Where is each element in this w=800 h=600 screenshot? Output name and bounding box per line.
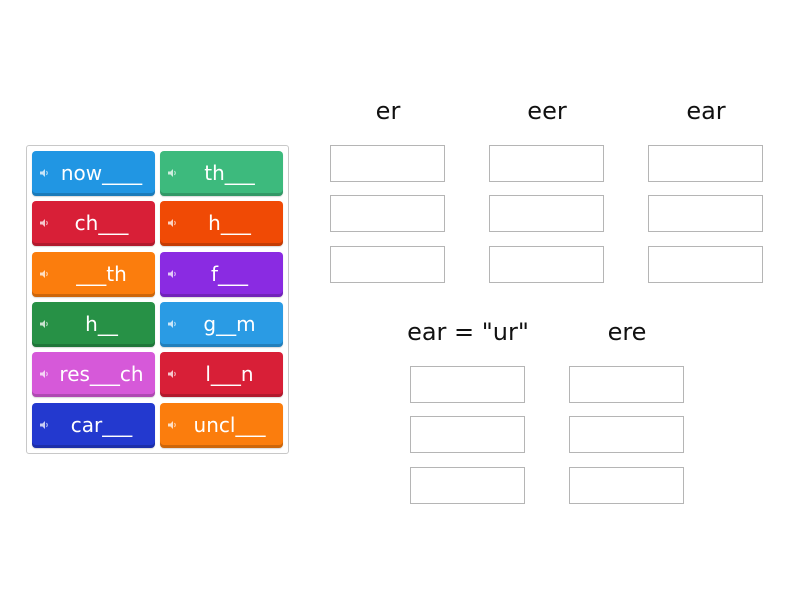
word-tile[interactable]: h__: [32, 302, 155, 347]
drop-slot-ear-ur-2[interactable]: [410, 416, 525, 453]
tile-label: th___: [204, 160, 255, 185]
drop-slot-ear-ur-1[interactable]: [410, 366, 525, 403]
word-tile[interactable]: l___n: [160, 352, 283, 397]
word-tile[interactable]: now____: [32, 151, 155, 196]
drop-slot-ear-3[interactable]: [648, 246, 763, 283]
tile-label: h___: [208, 210, 251, 235]
word-tile[interactable]: res___ch: [32, 352, 155, 397]
word-tile[interactable]: uncl___: [160, 403, 283, 448]
word-tile[interactable]: car___: [32, 403, 155, 448]
tile-label: res___ch: [59, 361, 144, 386]
tile-label: car___: [70, 412, 133, 437]
word-tile[interactable]: ch___: [32, 201, 155, 246]
drop-slot-er-3[interactable]: [330, 246, 445, 283]
tile-label: h__: [85, 311, 118, 336]
speaker-icon[interactable]: [168, 319, 178, 329]
speaker-icon[interactable]: [40, 218, 50, 228]
word-tile-bank: [26, 145, 289, 454]
word-tile[interactable]: th___: [160, 151, 283, 196]
word-tile[interactable]: g__m: [160, 302, 283, 347]
speaker-icon[interactable]: [168, 168, 178, 178]
speaker-icon[interactable]: [168, 369, 178, 379]
group-heading-ear-ur: ear = "ur": [407, 318, 529, 346]
word-tile[interactable]: h___: [160, 201, 283, 246]
speaker-icon[interactable]: [40, 269, 50, 279]
speaker-icon[interactable]: [168, 218, 178, 228]
group-heading-er: er: [375, 97, 401, 125]
drop-slot-ear-ur-3[interactable]: [410, 467, 525, 504]
word-tile[interactable]: f___: [160, 252, 283, 297]
tile-label: now____: [60, 160, 143, 185]
drop-slot-ere-2[interactable]: [569, 416, 684, 453]
drop-slot-ear-2[interactable]: [648, 195, 763, 232]
drop-slot-eer-3[interactable]: [489, 246, 604, 283]
drop-slot-eer-2[interactable]: [489, 195, 604, 232]
group-heading-ear: ear: [686, 97, 726, 125]
tile-label: g__m: [203, 311, 256, 336]
tile-label: ch___: [74, 210, 129, 235]
speaker-icon[interactable]: [40, 369, 50, 379]
speaker-icon[interactable]: [40, 319, 50, 329]
drop-slot-eer-1[interactable]: [489, 145, 604, 182]
group-heading-ere: ere: [607, 318, 647, 346]
word-tile[interactable]: ___th: [32, 252, 155, 297]
speaker-icon[interactable]: [40, 420, 50, 430]
tile-label: l___n: [205, 361, 254, 386]
drop-slot-er-1[interactable]: [330, 145, 445, 182]
drop-slot-ere-1[interactable]: [569, 366, 684, 403]
drop-slot-ear-1[interactable]: [648, 145, 763, 182]
speaker-icon[interactable]: [168, 420, 178, 430]
tile-label: f___: [210, 261, 249, 286]
group-heading-eer: eer: [527, 97, 567, 125]
drop-slot-er-2[interactable]: [330, 195, 445, 232]
tile-label: ___th: [76, 261, 127, 286]
speaker-icon[interactable]: [40, 168, 50, 178]
tile-label: uncl___: [193, 412, 266, 437]
speaker-icon[interactable]: [168, 269, 178, 279]
drop-slot-ere-3[interactable]: [569, 467, 684, 504]
